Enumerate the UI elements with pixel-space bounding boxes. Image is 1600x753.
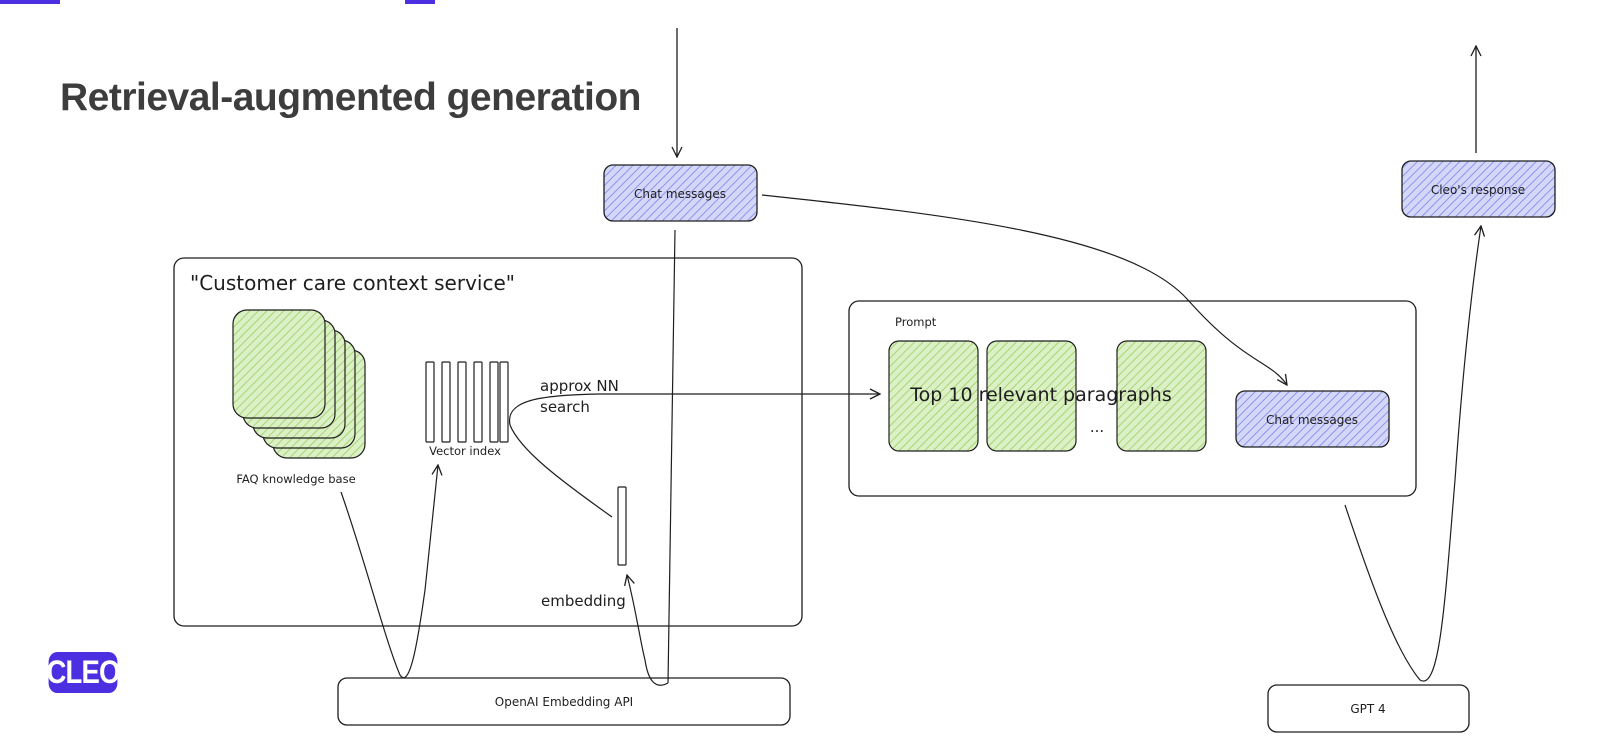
page-title: Retrieval-augmented generation (60, 76, 641, 119)
chat-messages-input-node: Chat messages (603, 164, 758, 222)
embedding-label: embedding (541, 592, 626, 610)
vector-index-label: Vector index (429, 444, 501, 458)
context-service-label: "Customer care context service" (190, 271, 515, 295)
gpt4-node: GPT 4 (1267, 684, 1470, 733)
chat-messages-prompt-label: Chat messages (1266, 413, 1358, 427)
top10-paragraphs-label: Top 10 relevant paragraphs (909, 384, 1171, 406)
embedding-api-to-embedding-arrow (627, 575, 669, 686)
faq-to-vector-index-arrow (340, 465, 438, 679)
prompt-container: Prompt (848, 300, 1417, 497)
cleo-response-label: Cleo's response (1431, 183, 1525, 197)
chat-to-embedding-api-line (667, 229, 676, 684)
openai-embedding-api-label: OpenAI Embedding API (495, 695, 633, 709)
embedding-vector-bar (617, 486, 627, 566)
openai-embedding-api-node: OpenAI Embedding API (337, 677, 791, 726)
vector-index-to-paragraphs-arrow (509, 394, 880, 426)
top-bar-accent-2 (405, 0, 435, 4)
gpt4-label: GPT 4 (1350, 702, 1385, 716)
faq-knowledge-base-label: FAQ knowledge base (236, 472, 355, 486)
chat-messages-input-label: Chat messages (634, 187, 726, 201)
approx-nn-label-line1: approx NN (540, 377, 619, 395)
context-service-container: "Customer care context service" (173, 257, 803, 627)
vector-index-bars (425, 361, 509, 443)
paragraph-card-1 (888, 340, 979, 452)
paragraph-card-3 (1116, 340, 1207, 452)
prompt-label: Prompt (895, 315, 937, 329)
paragraph-cards (888, 340, 1207, 452)
approx-nn-label-line2: search (540, 398, 590, 416)
ellipsis-label: ... (1090, 418, 1104, 436)
paragraph-card-2 (986, 340, 1077, 452)
chat-to-prompt-arrow (761, 194, 1287, 385)
faq-knowledge-base-stack (232, 309, 366, 459)
cleo-response-node: Cleo's response (1401, 160, 1556, 218)
embedding-to-vector-index-line (509, 424, 613, 518)
prompt-to-gpt4-to-response-arrow (1344, 226, 1481, 682)
cleo-logo: CLEO (47, 652, 120, 693)
top-bar-accent (0, 0, 60, 4)
chat-messages-prompt-node: Chat messages (1235, 390, 1390, 448)
